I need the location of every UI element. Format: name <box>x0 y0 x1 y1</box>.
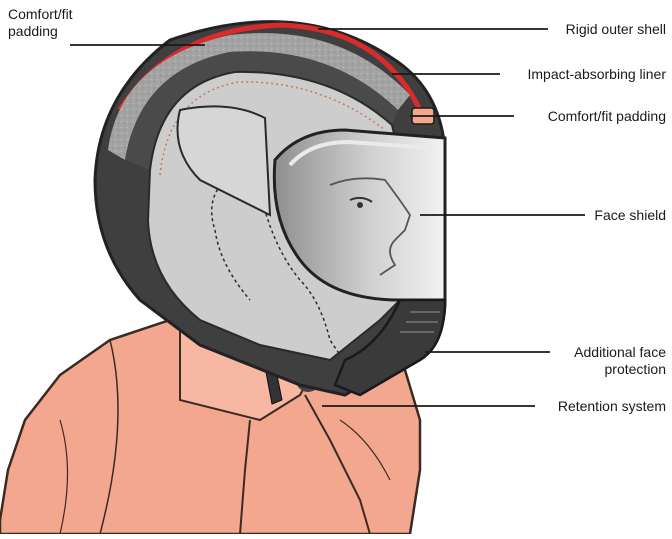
label-rigid-outer-shell: Rigid outer shell <box>566 21 666 38</box>
label-impact-absorbing-liner: Impact-absorbing liner <box>527 66 666 83</box>
label-additional-face-protection-line1: Additional face <box>574 344 666 361</box>
label-comfort-fit-padding-top-line2: padding <box>8 23 73 40</box>
label-comfort-fit-padding-top-line1: Comfort/fit <box>8 6 73 23</box>
label-comfort-fit-padding-right: Comfort/fit padding <box>548 108 666 125</box>
label-retention-system: Retention system <box>558 398 666 415</box>
label-comfort-fit-padding-top: Comfort/fit padding <box>8 6 73 40</box>
label-additional-face-protection-line2: protection <box>574 361 666 378</box>
label-face-shield: Face shield <box>594 207 666 224</box>
label-additional-face-protection: Additional face protection <box>574 344 666 378</box>
